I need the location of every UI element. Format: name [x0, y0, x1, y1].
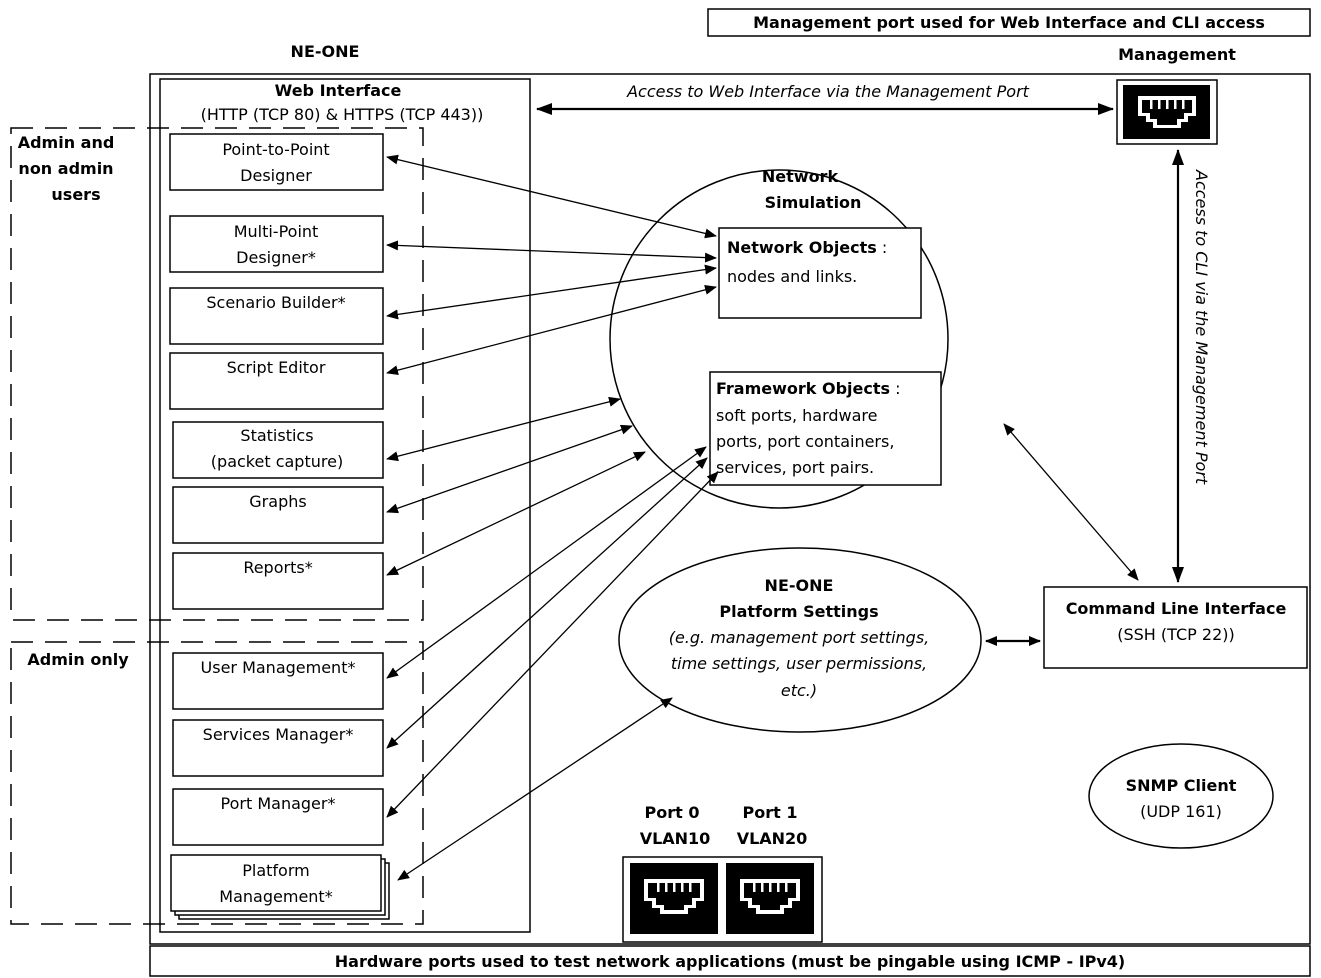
svg-text:User Management*: User Management*: [201, 658, 356, 677]
platform-settings-desc-2: time settings, user permissions,: [671, 654, 927, 673]
cli-access-label: Access to CLI via the Management Port: [1192, 169, 1211, 485]
web-interface-subtitle: (HTTP (TCP 80) & HTTPS (TCP 443)): [201, 105, 484, 124]
ethernet-port-icon: [726, 863, 814, 934]
management-label: Management: [1118, 45, 1236, 64]
ethernet-port-icon: [630, 863, 718, 934]
svg-text:Designer*: Designer*: [236, 248, 316, 267]
framework-objects-box[interactable]: Framework Objects : soft ports, hardware…: [709, 371, 942, 486]
connector-framework-cli: [1003, 423, 1139, 581]
svg-text:Point-to-Point: Point-to-Point: [222, 140, 329, 159]
connector-platform-management: [397, 697, 673, 881]
top-banner: Management port used for Web Interface a…: [707, 8, 1311, 37]
module-scenario-builder[interactable]: Scenario Builder*: [169, 287, 384, 345]
network-objects-box[interactable]: Network Objects : nodes and links.: [718, 227, 922, 319]
web-interface-title: Web Interface: [275, 81, 402, 100]
command-line-interface-box[interactable]: Command Line Interface (SSH (TCP 22)): [1043, 586, 1308, 669]
platform-settings-desc-3: etc.): [781, 681, 817, 700]
module-user-management[interactable]: User Management*: [172, 652, 384, 710]
svg-text:Framework Objects :: Framework Objects :: [716, 379, 901, 398]
svg-text:Statistics: Statistics: [240, 426, 313, 445]
port-0-label: Port 0: [645, 803, 700, 822]
group-label-line-3: users: [51, 185, 100, 204]
connector-multi-point: [386, 240, 717, 263]
group-label-line-2: non admin: [18, 159, 113, 178]
svg-text:Port Manager*: Port Manager*: [221, 794, 336, 813]
svg-text:Designer: Designer: [240, 166, 312, 185]
svg-text:Network Objects :: Network Objects :: [727, 238, 887, 257]
svg-text:Scenario Builder*: Scenario Builder*: [206, 293, 345, 312]
network-simulation-title-1: Network: [762, 167, 839, 186]
network-objects-desc: nodes and links.: [727, 267, 857, 286]
connectors: [386, 154, 1139, 881]
svg-text:Reports*: Reports*: [243, 558, 312, 577]
svg-text:Script Editor: Script Editor: [227, 358, 326, 377]
group-admin-only-label: Admin only: [27, 650, 129, 669]
svg-text:Multi-Point: Multi-Point: [234, 222, 319, 241]
snmp-client-title: SNMP Client: [1126, 776, 1237, 795]
top-banner-text: Management port used for Web Interface a…: [753, 13, 1265, 32]
module-graphs[interactable]: Graphs: [172, 486, 384, 544]
network-objects-title: Network Objects: [727, 238, 877, 257]
bottom-banner: Hardware ports used to test network appl…: [149, 945, 1311, 977]
platform-settings-desc-1: (e.g. management port settings,: [669, 628, 930, 647]
module-multi-point-designer[interactable]: Multi-Point Designer*: [169, 215, 384, 273]
svg-text:Services Manager*: Services Manager*: [203, 725, 354, 744]
framework-objects-desc-1: soft ports, hardware: [716, 406, 878, 425]
connector-point-to-point: [386, 154, 717, 239]
module-port-manager[interactable]: Port Manager*: [172, 788, 384, 846]
svg-text:Platform: Platform: [242, 861, 309, 880]
port-0-vlan: VLAN10: [640, 829, 711, 848]
snmp-client-ellipse: [1088, 743, 1274, 849]
ethernet-port-icon: [1116, 79, 1218, 145]
connector-script-editor: [386, 284, 717, 376]
framework-objects-desc-3: services, port pairs.: [716, 458, 874, 477]
module-platform-management[interactable]: Platform Management*: [170, 854, 390, 920]
platform-settings-title-2: Platform Settings: [719, 602, 878, 621]
platform-settings-title-1: NE-ONE: [765, 576, 834, 595]
module-point-to-point-designer[interactable]: Point-to-Point Designer: [169, 133, 384, 191]
bottom-banner-text: Hardware ports used to test network appl…: [335, 952, 1126, 971]
framework-objects-desc-2: ports, port containers,: [716, 432, 894, 451]
ne-one-label: NE-ONE: [291, 42, 360, 61]
module-services-manager[interactable]: Services Manager*: [172, 719, 384, 777]
snmp-client-subtitle: (UDP 161): [1140, 802, 1222, 821]
web-access-label: Access to Web Interface via the Manageme…: [626, 82, 1030, 101]
svg-text:Command Line Interface: Command Line Interface: [1066, 599, 1287, 618]
module-script-editor[interactable]: Script Editor: [169, 352, 384, 410]
port-1-vlan: VLAN20: [737, 829, 808, 848]
framework-objects-title: Framework Objects: [716, 379, 890, 398]
svg-text:(packet capture): (packet capture): [211, 452, 343, 471]
group-label-line-1: Admin and: [18, 133, 115, 152]
port-1-label: Port 1: [743, 803, 798, 822]
svg-text:Graphs: Graphs: [249, 492, 306, 511]
svg-text:Management*: Management*: [219, 887, 332, 906]
svg-text:(SSH (TCP 22)): (SSH (TCP 22)): [1117, 625, 1235, 644]
module-reports[interactable]: Reports*: [172, 552, 384, 610]
network-simulation-title-2: Simulation: [765, 193, 862, 212]
module-statistics[interactable]: Statistics (packet capture): [172, 421, 384, 479]
